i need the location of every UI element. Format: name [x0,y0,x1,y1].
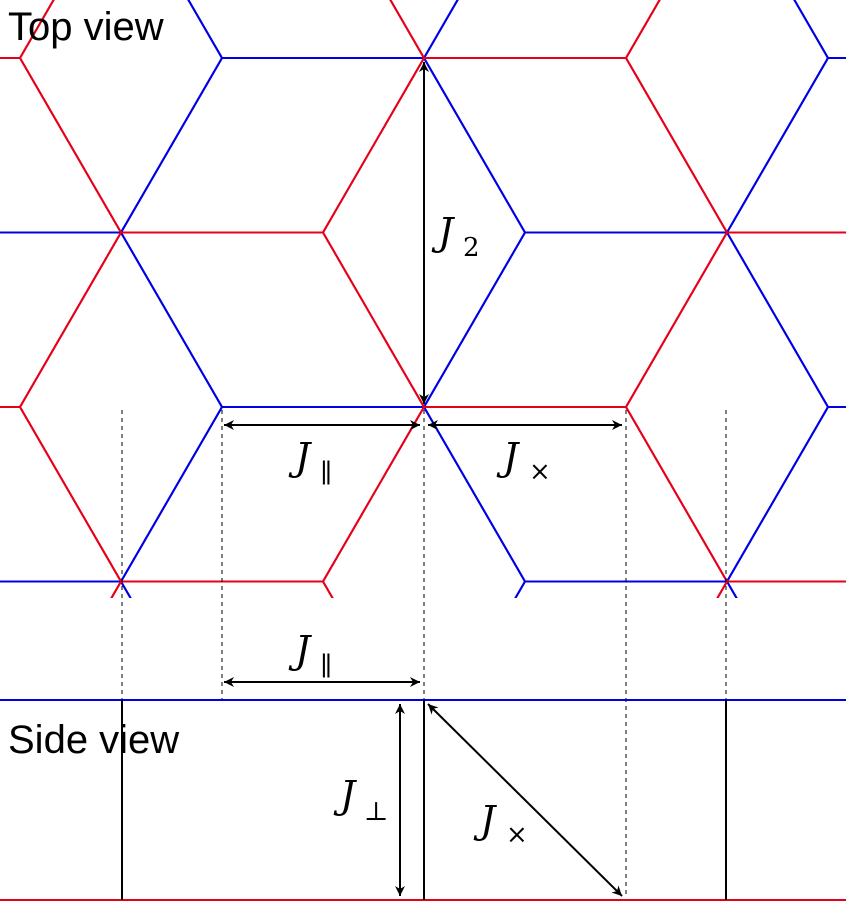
j-parallel-top-label: J ∥ [288,435,332,489]
red-lattice-bond [322,580,334,598]
red-lattice-bond [625,57,728,234]
blue-lattice-bond [423,0,459,59]
j-cross-side-label: J × [473,798,528,850]
red-lattice-bond [19,57,122,234]
red-lattice-bond [322,580,334,598]
j-cross-top-sub: × [529,457,551,487]
blue-lattice-bond [120,231,223,408]
red-lattice-bond [19,231,122,408]
red-lattice-bond [322,406,425,583]
red-honeycomb-layer [0,0,846,598]
j-parallel-side-main: J [288,628,312,672]
j-cross-top-label: J × [496,435,551,487]
j2-label-main: J [431,210,455,254]
projection-guides [121,410,727,898]
red-lattice-bond [716,580,728,598]
blue-lattice-bond [423,231,526,408]
j-parallel-side-label: J ∥ [288,628,332,682]
top-view-label: Top view [8,5,164,49]
j-parallel-side-sub: ∥ [320,652,332,682]
blue-lattice-bond [726,580,738,598]
j2-label-sub: 2 [463,233,480,263]
blue-lattice-bond [514,580,526,598]
j-cross-side-sub: × [506,820,528,850]
blue-lattice-bond [423,406,526,583]
j-cross-top-main: J [496,435,520,479]
blue-lattice-bond [514,580,526,598]
j-perp-main: J [333,773,357,817]
blue-lattice-bond [793,0,829,59]
blue-lattice-bond [726,406,829,583]
j2-label: J 2 [431,210,480,263]
blue-lattice-bond [726,231,829,408]
red-lattice-bond [716,580,728,598]
red-lattice-bond [322,231,425,408]
j-cross-side-arrow [427,703,623,897]
blue-lattice-bond [187,0,223,59]
red-lattice-bond [389,0,425,59]
blue-lattice-bond [726,580,738,598]
red-lattice-bond [625,0,661,59]
blue-lattice-bond [793,0,829,59]
red-lattice-bond [19,0,55,59]
j-parallel-top-main: J [288,435,312,479]
blue-lattice-bond [120,57,223,234]
red-lattice-bond [19,406,122,583]
j-perp-sub: ⊥ [364,797,388,827]
red-lattice-bond [389,0,425,59]
coupling-arrows [224,62,623,897]
red-lattice-bond [625,231,728,408]
side-view-label: Side view [8,718,179,762]
blue-lattice-bond [726,57,829,234]
blue-lattice-bond [423,0,459,59]
j-cross-side-main: J [473,798,497,842]
blue-lattice-bond [423,57,526,234]
side-view-layers [0,699,846,901]
red-lattice-bond [625,406,728,583]
j-parallel-top-sub: ∥ [320,459,332,489]
red-lattice-bond [322,57,425,234]
red-lattice-bond [625,0,661,59]
j-perp-label: J ⊥ [333,773,388,827]
blue-lattice-bond [120,406,223,583]
